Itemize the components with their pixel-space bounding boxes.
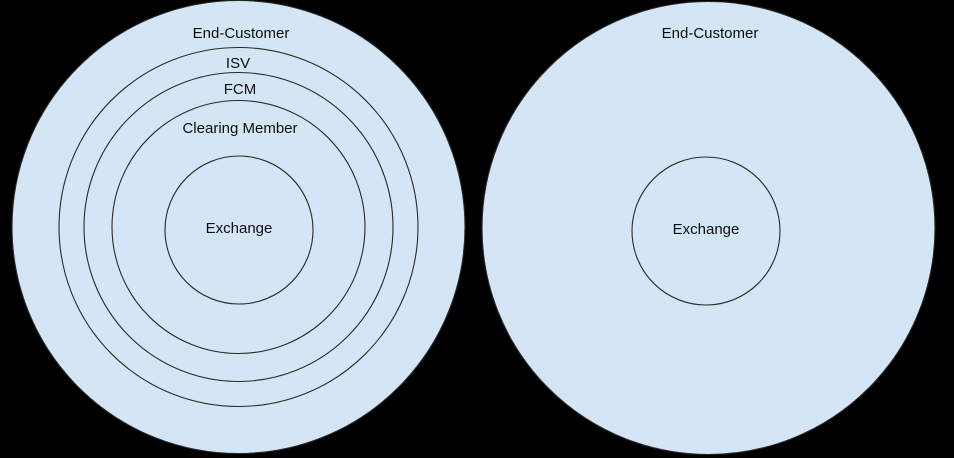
right-circle-exchange[interactable] [631, 156, 781, 306]
left-label-clearing-member: Clearing Member [182, 120, 297, 137]
left-circle-exchange[interactable] [164, 155, 314, 305]
left-label-isv: ISV [226, 55, 250, 72]
right-label-exchange: Exchange [673, 221, 740, 238]
left-diagram-group: End-Customer ISV FCM Clearing Member Exc… [11, 0, 466, 454]
right-label-end-customer: End-Customer [662, 25, 759, 42]
left-label-exchange: Exchange [206, 220, 273, 237]
left-label-end-customer: End-Customer [193, 25, 290, 42]
left-label-fcm: FCM [224, 81, 257, 98]
right-diagram-group: End-Customer Exchange [481, 0, 936, 456]
